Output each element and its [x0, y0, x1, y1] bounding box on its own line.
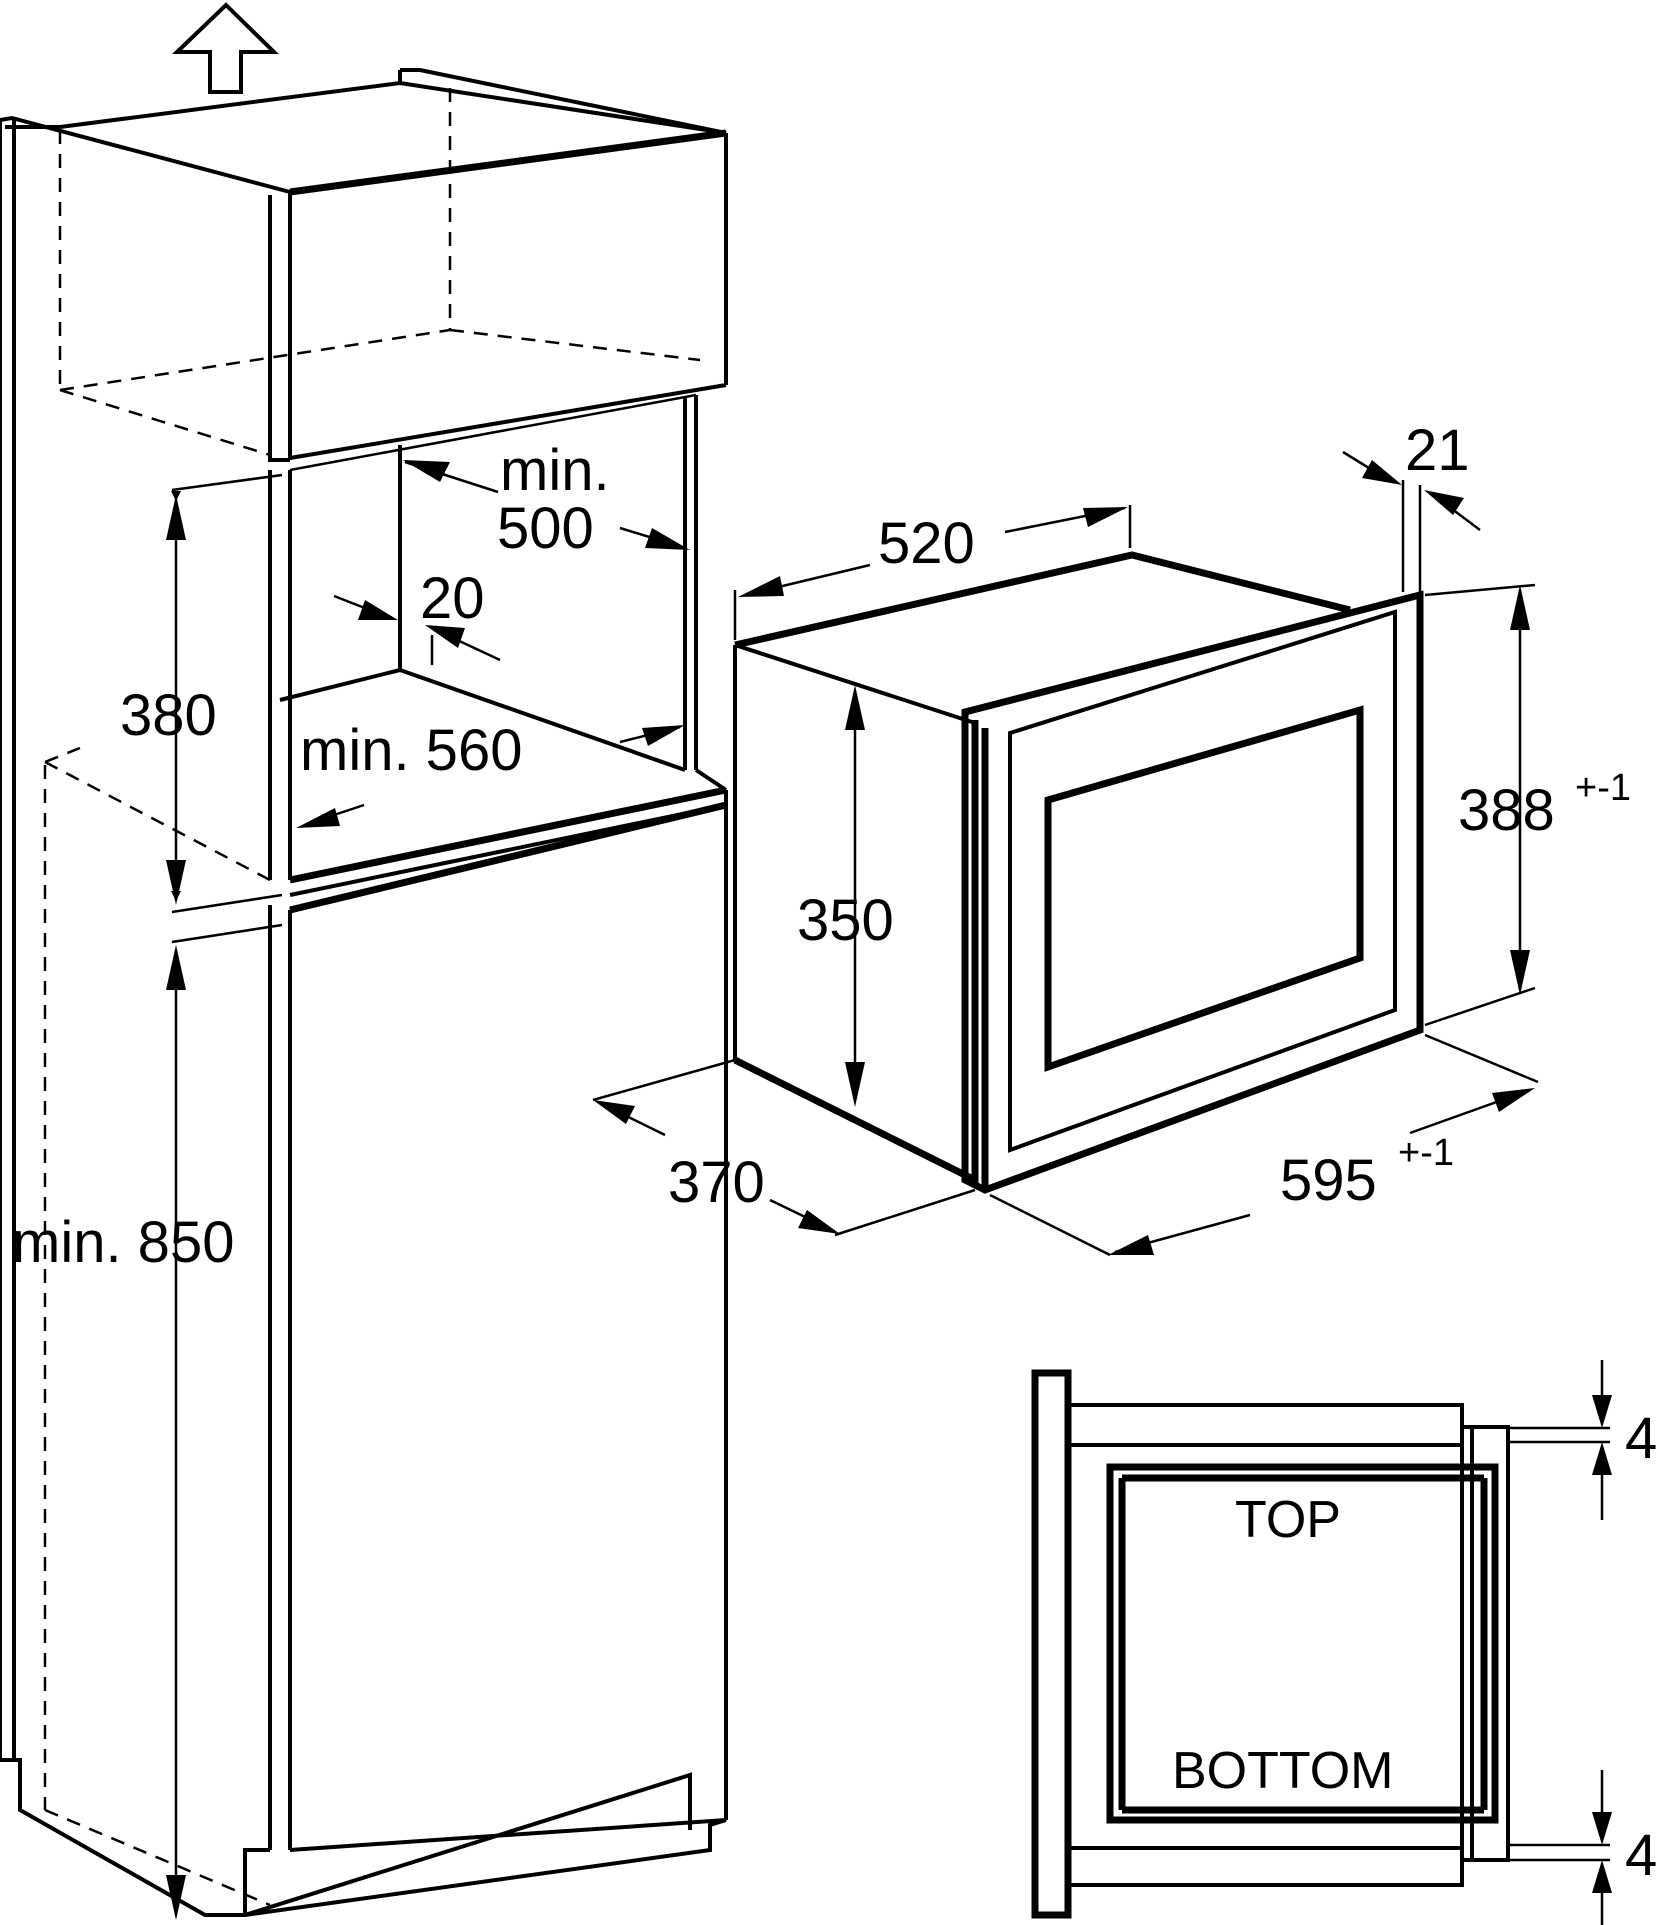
front-width-tolerance: +-1 [1398, 1132, 1454, 1174]
front-height-dimension [1424, 583, 1536, 1027]
body-depth-dimension [592, 1058, 976, 1237]
bottom-word: BOTTOM [1172, 1742, 1393, 1800]
body-height-dimension [845, 685, 865, 1107]
niche-height-dimension [166, 473, 283, 914]
depth-label: 520 [878, 511, 975, 576]
ventilation-up-arrow-icon [172, 2, 279, 94]
niche-width-label: min. 560 [300, 718, 522, 783]
front-width-label: 595 [1280, 1148, 1377, 1213]
microwave-appliance: 520 21 350 388 +-1 [592, 418, 1631, 1257]
side-gap-label: 20 [420, 566, 485, 631]
frame-depth-label: 21 [1405, 418, 1470, 483]
niche-height-label: 380 [120, 683, 217, 748]
body-height-label: 350 [797, 888, 894, 953]
base-height-label: min. 850 [12, 1210, 234, 1275]
niche-depth-dimension [403, 460, 690, 550]
niche-depth-label-top: min. [500, 438, 610, 503]
frame-detail: 4 4 TOP BOTTOM [1031, 1360, 1657, 1925]
built-in-cabinet: 380 min. 500 20 min. 560 [0, 2, 728, 1920]
niche-width-dimension [296, 725, 685, 828]
front-width-dimension [989, 1033, 1539, 1257]
base-height-dimension [166, 923, 283, 1920]
side-gap-dimension [333, 594, 501, 665]
frame-depth-dimension [1342, 450, 1481, 592]
bottom-gap-label: 4 [1625, 1823, 1657, 1888]
top-gap-label: 4 [1625, 1406, 1657, 1471]
front-height-label: 388 [1458, 778, 1555, 843]
front-height-tolerance: +-1 [1575, 767, 1631, 809]
top-word: TOP [1235, 1491, 1341, 1549]
depth-dimension [733, 505, 1132, 640]
niche-depth-label-bottom: 500 [497, 496, 594, 561]
body-depth-label: 370 [668, 1150, 765, 1215]
